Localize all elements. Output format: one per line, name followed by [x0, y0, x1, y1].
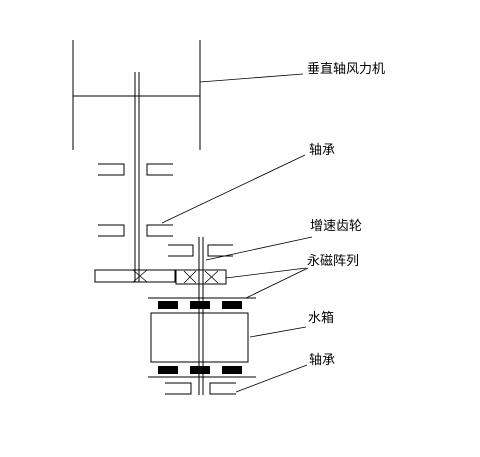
label-water-tank: 水箱 [308, 311, 335, 326]
upper-magnet-array [148, 297, 256, 309]
lower-magnet-array [148, 366, 256, 378]
upper-bearing [98, 163, 173, 176]
gear-bearing [168, 244, 233, 257]
main-shaft [134, 72, 140, 282]
label-bearing-top: 轴承 [309, 143, 336, 158]
label-gearbox: 增速齿轮 [310, 219, 363, 234]
label-turbine: 垂直轴风力机 [307, 62, 386, 77]
gear-pair [94, 269, 227, 285]
water-tank-box [150, 312, 249, 363]
middle-bearing [98, 224, 173, 237]
lower-bearing [165, 382, 236, 395]
turbine-frame [72, 40, 201, 150]
label-bearing-bottom: 轴承 [309, 353, 336, 368]
leader-lines [161, 73, 313, 393]
label-magnet-array: 永磁阵列 [307, 254, 360, 269]
